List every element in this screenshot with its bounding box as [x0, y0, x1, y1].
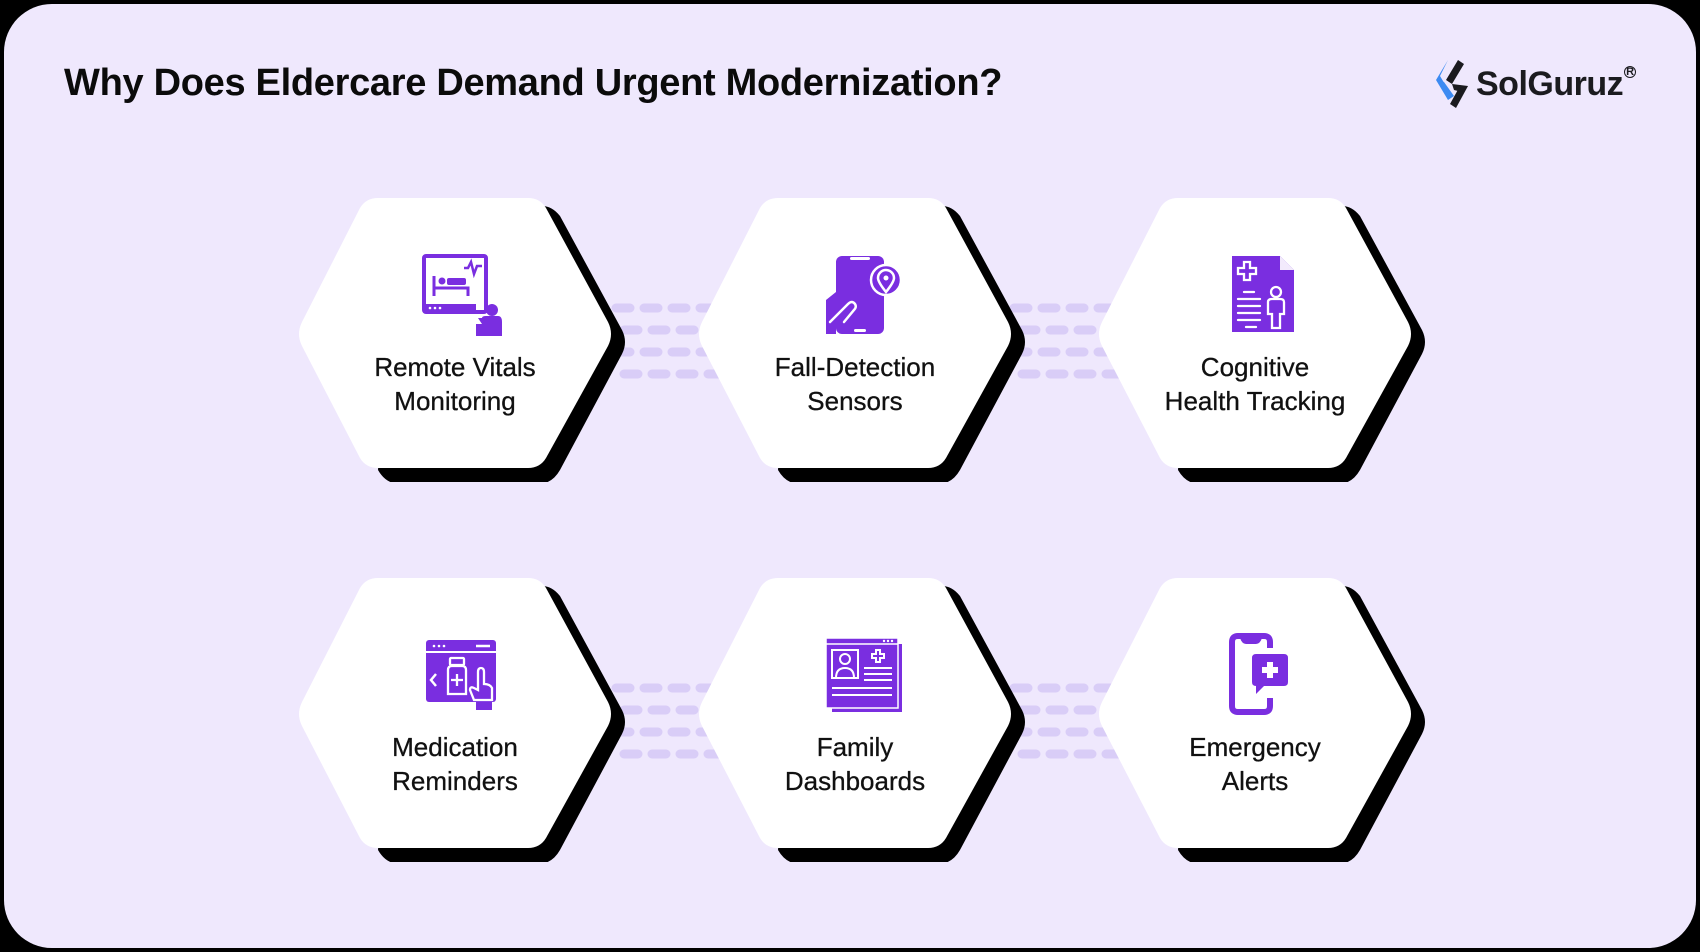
- feature-label-line1: Emergency: [1189, 732, 1321, 762]
- feature-label-line1: Fall-Detection: [774, 352, 936, 382]
- hexagon-shape: [1099, 578, 1425, 862]
- infographic-canvas: Why Does Eldercare Demand Urgent Moderni…: [4, 4, 1696, 948]
- feature-label-line1: Cognitive: [1200, 352, 1310, 382]
- phone-location-icon: [826, 256, 903, 334]
- medical-report-icon: [1232, 256, 1294, 332]
- feature-label-line2: Health Tracking: [1164, 386, 1346, 416]
- feature-label-line2: Monitoring: [394, 386, 516, 416]
- hexagon-shape: [299, 578, 625, 862]
- feature-label-line2: Dashboards: [784, 766, 926, 796]
- feature-label-line2: Sensors: [807, 386, 903, 416]
- feature-label-line2: Alerts: [1221, 766, 1289, 796]
- feature-label: Family Dashboards: [696, 730, 1014, 798]
- hexagon-shape: [299, 198, 625, 482]
- hexagon-shape: [699, 198, 1025, 482]
- brand-name: SolGuruz: [1476, 64, 1624, 103]
- medicine-app-icon: [426, 640, 496, 710]
- page-title: Why Does Eldercare Demand Urgent Moderni…: [64, 62, 1003, 104]
- feature-label-line1: Family: [816, 732, 894, 762]
- hexagon-shape: [699, 578, 1025, 862]
- feature-label-line1: Remote Vitals: [374, 352, 536, 382]
- feature-label: Cognitive Health Tracking: [1096, 350, 1414, 418]
- phone-medical-chat-icon: [1229, 633, 1288, 715]
- feature-label: Emergency Alerts: [1096, 730, 1414, 798]
- feature-card-emergency-alerts: Emergency Alerts: [1096, 574, 1428, 862]
- feature-card-cognitive-health: Cognitive Health Tracking: [1096, 194, 1428, 482]
- feature-label-line2: Reminders: [392, 766, 518, 796]
- feature-card-remote-vitals: Remote Vitals Monitoring: [296, 194, 628, 482]
- registered-mark: R: [1624, 66, 1637, 78]
- feature-label-line1: Medication: [392, 732, 518, 762]
- feature-card-family-dashboards: Family Dashboards: [696, 574, 1028, 862]
- feature-card-medication-reminders: Medication Reminders: [296, 574, 628, 862]
- solguruz-logo-icon: [1436, 60, 1468, 108]
- feature-label: Medication Reminders: [296, 730, 614, 798]
- feature-card-fall-detection: Fall-Detection Sensors: [696, 194, 1028, 482]
- patient-monitor-icon: [422, 254, 502, 336]
- feature-label: Fall-Detection Sensors: [696, 350, 1014, 418]
- brand-logo: SolGuruz R: [1432, 56, 1637, 112]
- feature-label: Remote Vitals Monitoring: [296, 350, 614, 418]
- hexagon-shape: [1099, 198, 1425, 482]
- profile-dashboard-icon: [825, 637, 902, 712]
